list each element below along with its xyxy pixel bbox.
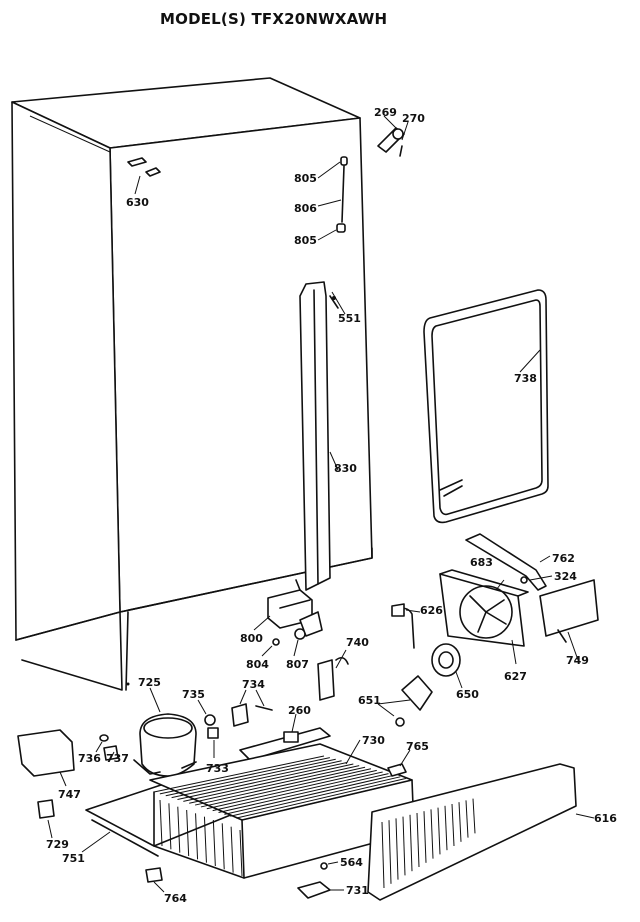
part-830-channel: [299, 281, 346, 591]
label-270: 270: [402, 112, 425, 125]
part-765: [387, 749, 411, 777]
part-616-grille: [367, 763, 595, 901]
label-683: 683: [470, 556, 493, 569]
part-260: [239, 713, 331, 761]
callout-labels: 269 270 805 806 805 630 551 738 830 762 …: [46, 106, 617, 905]
part-729: [37, 799, 55, 839]
label-736: 736: [78, 752, 101, 765]
label-651: 651: [358, 694, 381, 707]
label-762: 762: [552, 552, 575, 565]
label-630: 630: [126, 196, 149, 209]
label-729: 729: [46, 838, 69, 851]
label-764: 764: [164, 892, 187, 905]
part-740: [317, 649, 349, 701]
part-736: [95, 734, 109, 753]
label-830: 830: [334, 462, 357, 475]
label-269: 269: [374, 106, 397, 119]
label-627: 627: [504, 670, 527, 683]
part-800-valve: [253, 579, 323, 657]
label-551: 551: [338, 312, 361, 325]
part-650-motor: [431, 643, 463, 689]
label-737: 737: [106, 752, 129, 765]
part-747-cover: [17, 729, 75, 787]
label-735: 735: [182, 688, 205, 701]
label-324: 324: [554, 570, 577, 583]
label-725: 725: [138, 676, 161, 689]
part-626-cord: [391, 603, 421, 649]
label-564: 564: [340, 856, 363, 869]
label-616: 616: [594, 812, 617, 825]
part-806-tube: [317, 156, 348, 241]
part-733: [207, 727, 219, 758]
part-627-fan-housing: [439, 569, 529, 665]
label-650: 650: [456, 688, 479, 701]
label-731: 731: [346, 884, 369, 897]
part-764: [145, 867, 165, 893]
label-747: 747: [58, 788, 81, 801]
label-749: 749: [566, 654, 589, 667]
part-731: [297, 881, 344, 899]
part-725-compressor: [133, 687, 197, 777]
part-738-gasket: [423, 289, 549, 524]
label-740: 740: [346, 636, 369, 649]
label-730: 730: [362, 734, 385, 747]
label-765: 765: [406, 740, 429, 753]
label-738: 738: [514, 372, 537, 385]
label-804: 804: [246, 658, 269, 671]
label-807: 807: [286, 658, 309, 671]
part-630: [127, 157, 161, 195]
part-762-tube: [465, 533, 551, 591]
label-805b: 805: [294, 234, 317, 247]
part-651-fan-blade: [377, 675, 433, 727]
label-626: 626: [420, 604, 443, 617]
part-734: [231, 689, 273, 727]
label-805a: 805: [294, 172, 317, 185]
part-749-panel: [539, 579, 599, 661]
label-751: 751: [62, 852, 85, 865]
label-734: 734: [242, 678, 265, 691]
part-564: [320, 861, 339, 870]
part-269-270: [377, 115, 409, 157]
label-260: 260: [288, 704, 311, 717]
part-735: [197, 699, 216, 726]
label-800: 800: [240, 632, 263, 645]
label-733: 733: [206, 762, 229, 775]
model-title: MODEL(S) TFX20NWXAWH: [160, 10, 388, 28]
part-324: [520, 575, 553, 584]
part-737: [103, 745, 119, 761]
label-806: 806: [294, 202, 317, 215]
